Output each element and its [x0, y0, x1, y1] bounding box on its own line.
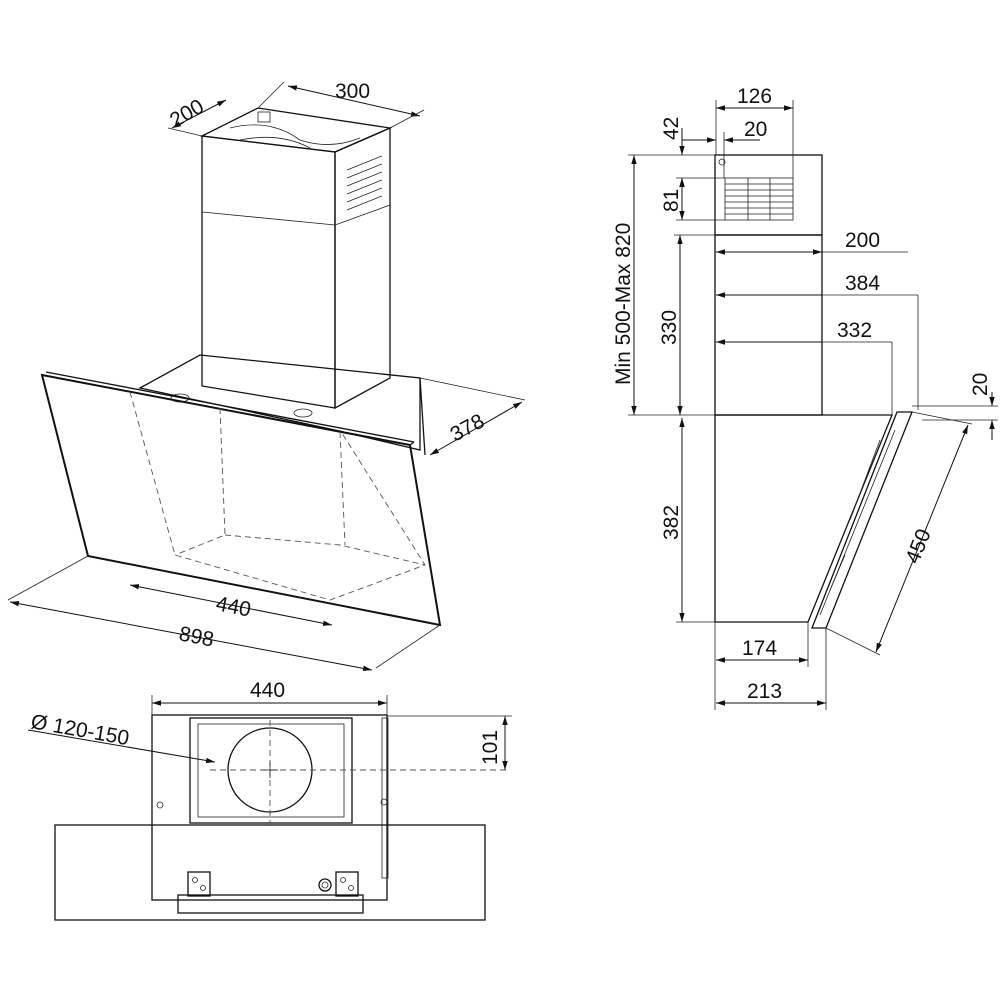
side-glass	[811, 411, 913, 629]
bottom-view: 440 Ø 120-150 101	[27, 679, 512, 921]
dim-bottom-width: 440	[250, 679, 285, 702]
dim-side-depth-332: 332	[837, 319, 872, 342]
hood-top-surface	[138, 354, 421, 451]
dim-side-glass-length: 450	[901, 526, 935, 567]
dim-side-top-gap: 42	[660, 117, 683, 140]
dim-side-vent-height: 81	[660, 189, 683, 212]
dim-body-width: 440	[214, 592, 253, 621]
dim-side-glass-offset: 20	[969, 373, 992, 396]
dim-side-upper-height: 330	[658, 310, 681, 345]
mount-bracket-right	[335, 871, 359, 897]
dim-side-bottom-213: 213	[747, 680, 782, 703]
dim-side-depth-384: 384	[845, 272, 880, 295]
vent-slots	[346, 155, 383, 211]
dim-duct-offset: 101	[479, 730, 502, 765]
dim-side-body-height: 382	[660, 505, 683, 540]
dim-chimney-depth: 200	[166, 95, 208, 132]
dim-glass-width: 898	[177, 622, 216, 651]
side-chimney-upper	[714, 154, 823, 236]
dim-side-bottom-174: 174	[742, 637, 777, 660]
body-outline	[151, 714, 388, 901]
glass-outline	[54, 824, 486, 921]
dim-chimney-width: 300	[335, 80, 370, 103]
mount-bracket-left	[187, 871, 211, 897]
dim-hood-depth: 378	[447, 410, 489, 447]
dim-duct-diameter: Ø 120-150	[29, 710, 131, 750]
dim-side-total-height: Min 500-Max 820	[612, 223, 635, 385]
dim-side-top-width: 126	[737, 85, 772, 108]
side-hood-body	[714, 414, 893, 623]
hidden-body-lines	[129, 391, 426, 601]
dim-side-top-inset: 20	[744, 118, 767, 141]
side-chimney-lower	[714, 234, 823, 416]
chimney	[199, 107, 393, 410]
motor-frame	[189, 717, 353, 824]
side-view: 126 20 42 81 Min 500-Max 820 330 200	[612, 85, 998, 710]
side-vent-grille	[724, 177, 794, 221]
dim-side-depth-200: 200	[845, 229, 880, 252]
perspective-view: 300 200 378 440 898	[7, 80, 526, 671]
